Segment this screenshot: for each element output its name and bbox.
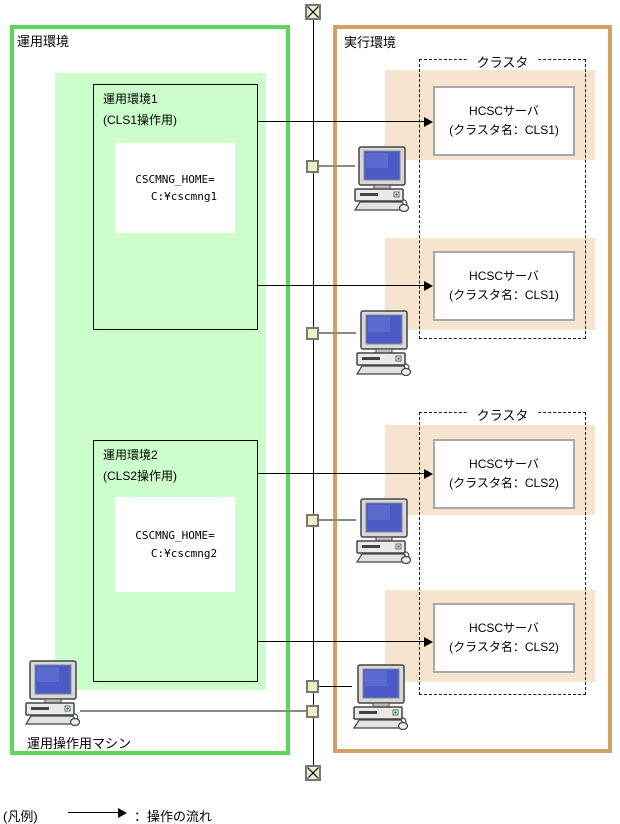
computer-icon-1 xyxy=(352,146,410,217)
sub-env-1-subtitle: (CLS1操作用) xyxy=(103,113,178,127)
bus-connector-5 xyxy=(306,705,319,718)
flow-arrow-1-head xyxy=(424,117,433,127)
hcsc-server-2-cluster: (クラスタ名：CLS1) xyxy=(449,288,559,302)
computer-icon-2 xyxy=(354,310,412,381)
cscmng-home-2-box: CSCMNG_HOME= C:¥cscmng2 xyxy=(115,497,235,592)
network-bus xyxy=(313,20,314,765)
flow-arrow-3-head xyxy=(424,469,433,479)
hcsc-server-3-box: HCSCサーバ (クラスタ名：CLS2) xyxy=(433,439,575,509)
hcsc-server-1-name: HCSCサーバ xyxy=(469,104,539,119)
hcsc-server-4-name: HCSCサーバ xyxy=(469,621,539,636)
flow-arrow-2-line xyxy=(258,285,424,286)
hcsc-server-2-box: HCSCサーバ (クラスタ名：CLS1) xyxy=(433,251,575,321)
hcsc-server-1-cluster: (クラスタ名：CLS1) xyxy=(449,123,559,137)
bus-connector-4 xyxy=(306,680,319,693)
cluster-1-label: クラスタ xyxy=(419,52,586,71)
hcsc-server-2-name: HCSCサーバ xyxy=(469,269,539,284)
cscmng-home-1-box: CSCMNG_HOME= C:¥cscmng1 xyxy=(115,143,235,233)
network-terminator-bottom-icon xyxy=(305,765,321,786)
flow-arrow-1-line xyxy=(258,121,424,122)
flow-arrow-2-head xyxy=(424,281,433,291)
connector-line-1 xyxy=(319,165,355,167)
flow-arrow-3-line xyxy=(258,473,424,474)
hcsc-server-4-box: HCSCサーバ (クラスタ名：CLS2) xyxy=(433,603,575,673)
computer-icon-3 xyxy=(354,498,412,569)
flow-arrow-4-head xyxy=(424,637,433,647)
hcsc-server-4-cluster: (クラスタ名：CLS2) xyxy=(449,640,559,654)
operator-machine-icon xyxy=(23,660,81,731)
connector-line-4 xyxy=(319,686,352,687)
operator-machine-label: 運用操作用マシン xyxy=(27,736,132,751)
sub-env-1-title: 運用環境1 xyxy=(103,92,158,106)
cluster-2-label: クラスタ xyxy=(419,405,586,424)
legend-meaning: ：操作の流れ xyxy=(134,809,213,824)
sub-env-2-title: 運用環境2 xyxy=(103,448,158,462)
sub-env-2-subtitle: (CLS2操作用) xyxy=(103,469,178,483)
hcsc-server-3-cluster: (クラスタ名：CLS2) xyxy=(449,476,559,490)
legend-arrow-head xyxy=(118,808,127,818)
hcsc-server-3-name: HCSCサーバ xyxy=(469,457,539,472)
cscmng-home-1-line2: C:¥cscmng1 xyxy=(150,190,218,203)
operator-machine-line xyxy=(80,710,306,712)
hcsc-server-1-box: HCSCサーバ (クラスタ名：CLS1) xyxy=(433,86,575,156)
cscmng-home-2-line2: C:¥cscmng2 xyxy=(150,546,218,560)
flow-arrow-4-line xyxy=(258,641,424,642)
legend-arrow-line xyxy=(68,812,118,813)
cscmng-home-1-line1: CSCMNG_HOME= xyxy=(135,172,215,186)
bus-connector-2 xyxy=(306,327,319,340)
network-terminator-top-icon xyxy=(305,4,321,25)
connector-line-3 xyxy=(319,519,356,521)
operation-env-title: 運用環境 xyxy=(17,34,70,49)
bus-connector-1 xyxy=(306,160,319,173)
legend-label: (凡例) xyxy=(3,809,38,824)
bus-connector-3 xyxy=(306,514,319,527)
connector-line-2 xyxy=(319,332,356,334)
computer-icon-4 xyxy=(351,664,409,735)
cscmng-home-2-line1: CSCMNG_HOME= xyxy=(135,529,215,543)
execution-env-title: 実行環境 xyxy=(344,35,397,50)
